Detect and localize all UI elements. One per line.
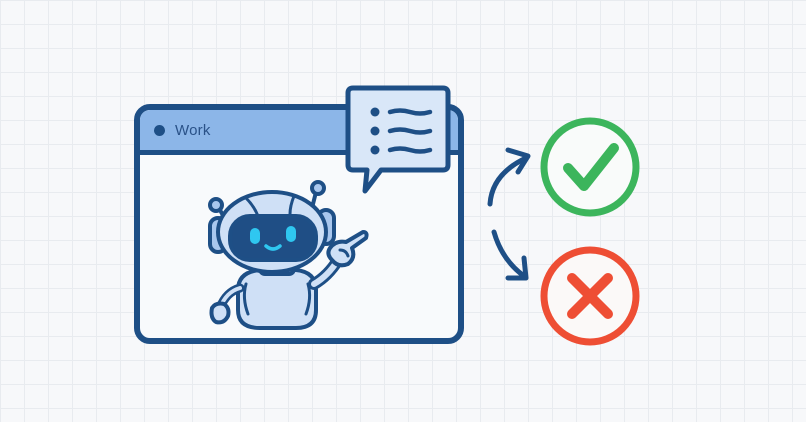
speech-bubble-checklist-icon <box>345 85 451 194</box>
check-circle-icon <box>540 117 640 217</box>
x-circle-icon <box>540 246 640 346</box>
outcome-flow <box>487 117 640 346</box>
window-status-dot-icon <box>154 124 165 136</box>
arrow-to-failure-icon <box>491 229 529 281</box>
arrow-to-success-icon <box>487 147 531 207</box>
robot-pointing-icon <box>208 180 369 330</box>
window-title: Work <box>175 121 211 139</box>
